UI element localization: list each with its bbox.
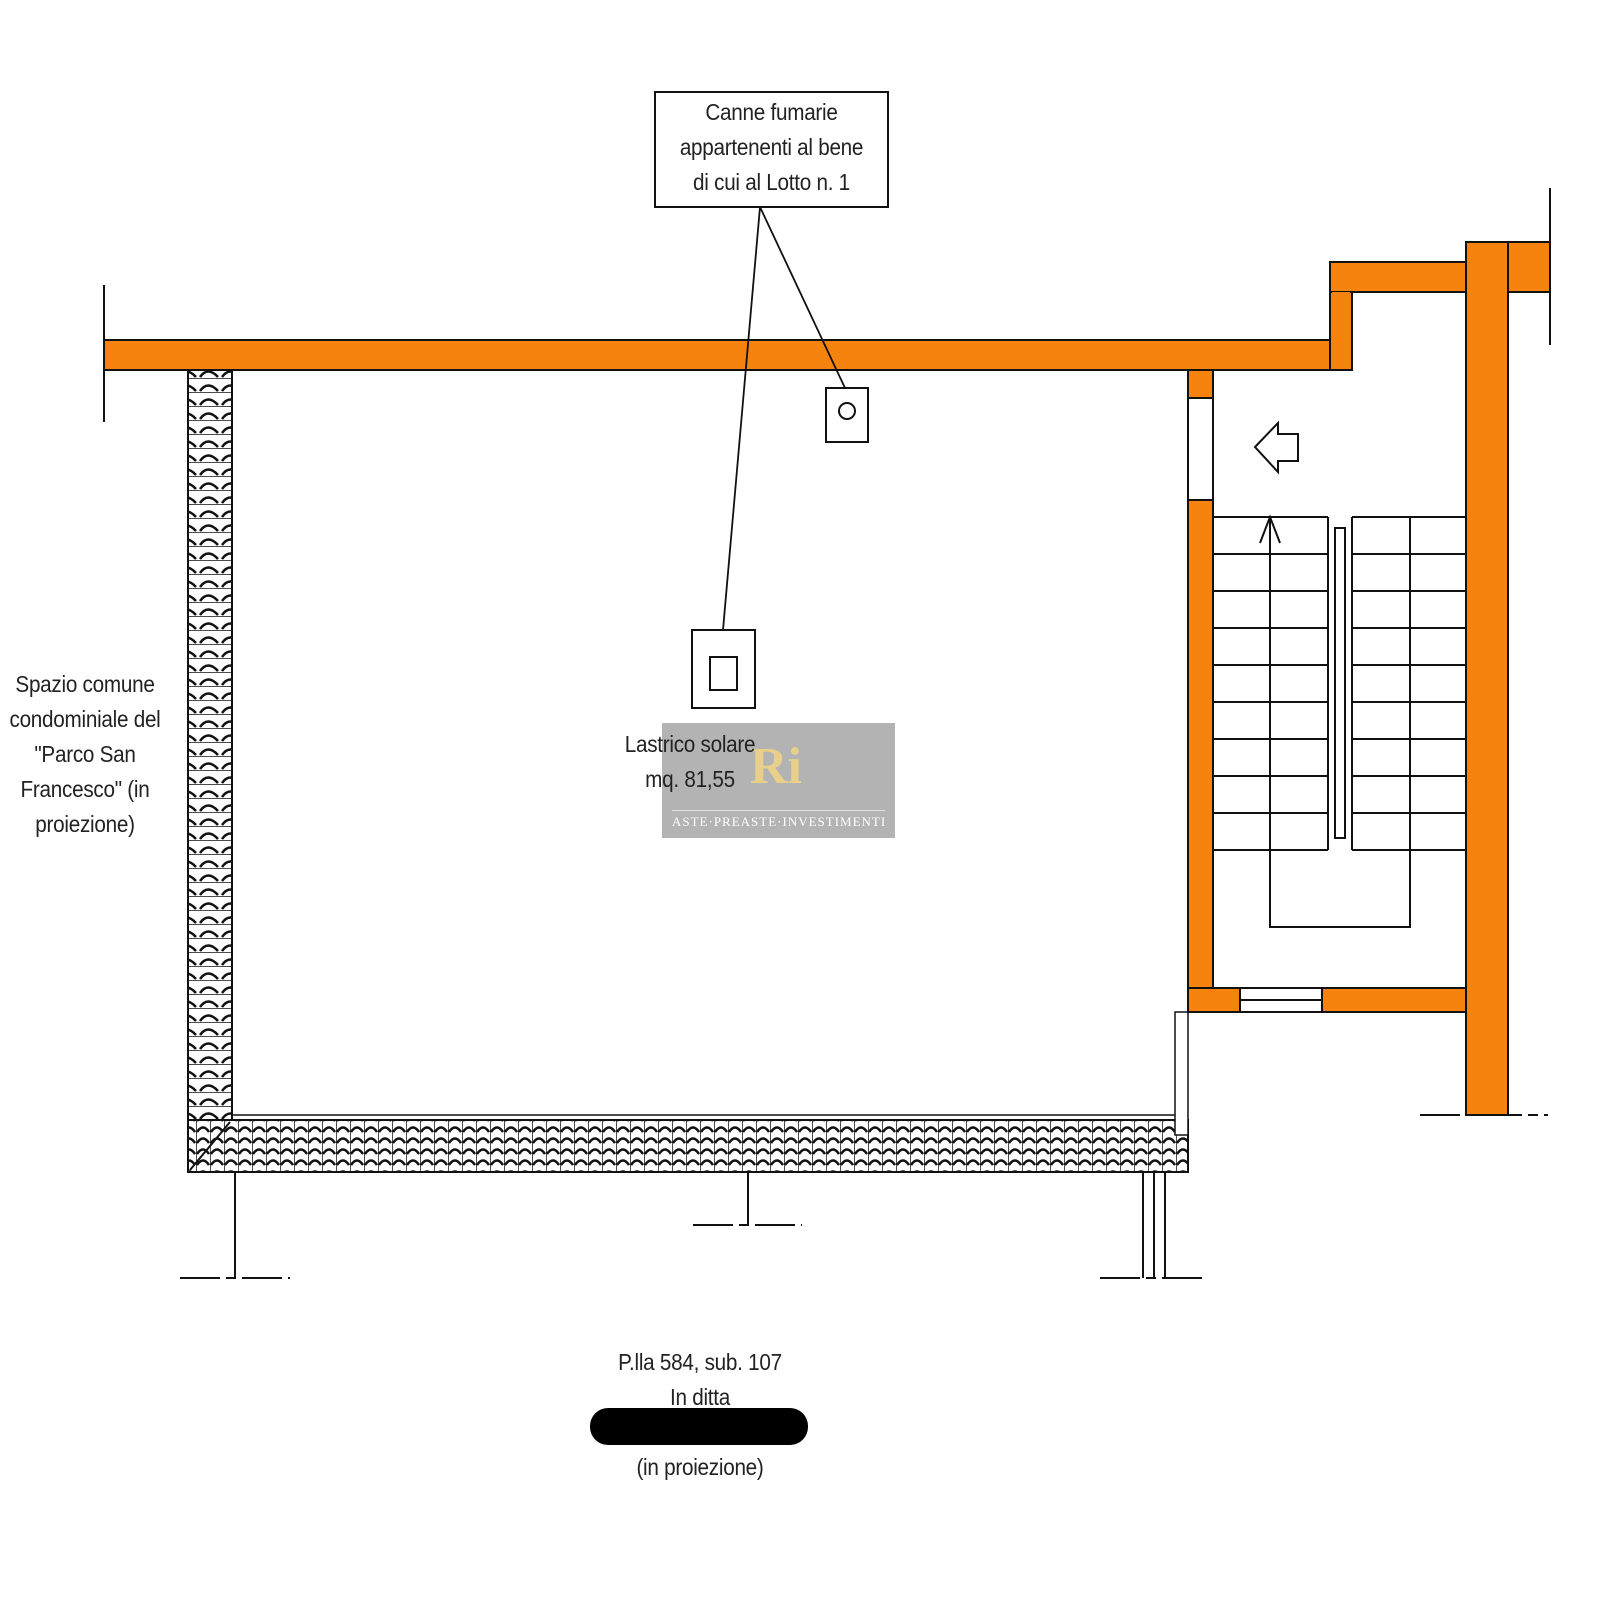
top-wall <box>103 339 1353 371</box>
stair-window-bottom <box>1239 987 1323 1013</box>
stair-left-wall <box>1187 499 1214 1013</box>
callout-text: Canne fumarie appartenenti al bene di cu… <box>667 95 877 200</box>
walls <box>103 241 1551 1116</box>
door <box>1174 1011 1189 1136</box>
callout-leaders <box>722 206 846 631</box>
callout-line: appartenenti al bene <box>679 134 864 160</box>
callout-box <box>654 91 889 208</box>
exit-arrow-icon <box>1253 420 1299 475</box>
handrail <box>1334 527 1346 839</box>
room-name: Lastrico solare <box>624 731 756 757</box>
side-label-line: Spazio comune <box>15 671 155 697</box>
landing <box>1269 850 1411 928</box>
stair-bottom-wall-right <box>1321 987 1467 1013</box>
staircase <box>1213 514 1466 928</box>
callout-line: di cui al Lotto n. 1 <box>693 169 850 195</box>
room-label: Lastrico solare mq. 81,55 <box>600 727 780 797</box>
chimney-large <box>691 629 756 709</box>
side-label-line: condominiale del <box>9 706 161 732</box>
bottom-label: P.lla 584, sub. 107 In ditta (in proiezi… <box>592 1345 808 1485</box>
tiled-parapet-bottom <box>187 1119 1189 1173</box>
stair-left-wall-top <box>1187 369 1214 399</box>
owner-label: In ditta <box>670 1384 730 1410</box>
tiled-parapet-left <box>187 369 233 1173</box>
dimension-marks <box>103 188 1551 1279</box>
side-label-line: proiezione) <box>35 811 135 837</box>
parcel-id: P.lla 584, sub. 107 <box>618 1349 782 1375</box>
stair-bottom-wall-left <box>1187 987 1241 1013</box>
redaction-bar <box>590 1408 808 1445</box>
side-label-line: Francesco" (in <box>20 776 150 802</box>
projection-note: (in proiezione) <box>636 1454 764 1480</box>
watermark-logo: Ri <box>750 738 802 795</box>
side-label-line: "Parco San <box>34 741 136 767</box>
chimney-small <box>825 387 869 443</box>
step-wall-top <box>1329 261 1481 293</box>
right-wall <box>1465 241 1509 1116</box>
room-area: mq. 81,55 <box>645 766 735 792</box>
stair-window-side <box>1187 397 1214 501</box>
side-label: Spazio comune condominiale del "Parco Sa… <box>0 667 171 842</box>
watermark-text: ASTE·PREASTE·INVESTIMENTI <box>672 810 885 830</box>
callout-line: Canne fumarie <box>705 99 838 125</box>
watermark: Ri ASTE·PREASTE·INVESTIMENTI <box>662 723 895 838</box>
